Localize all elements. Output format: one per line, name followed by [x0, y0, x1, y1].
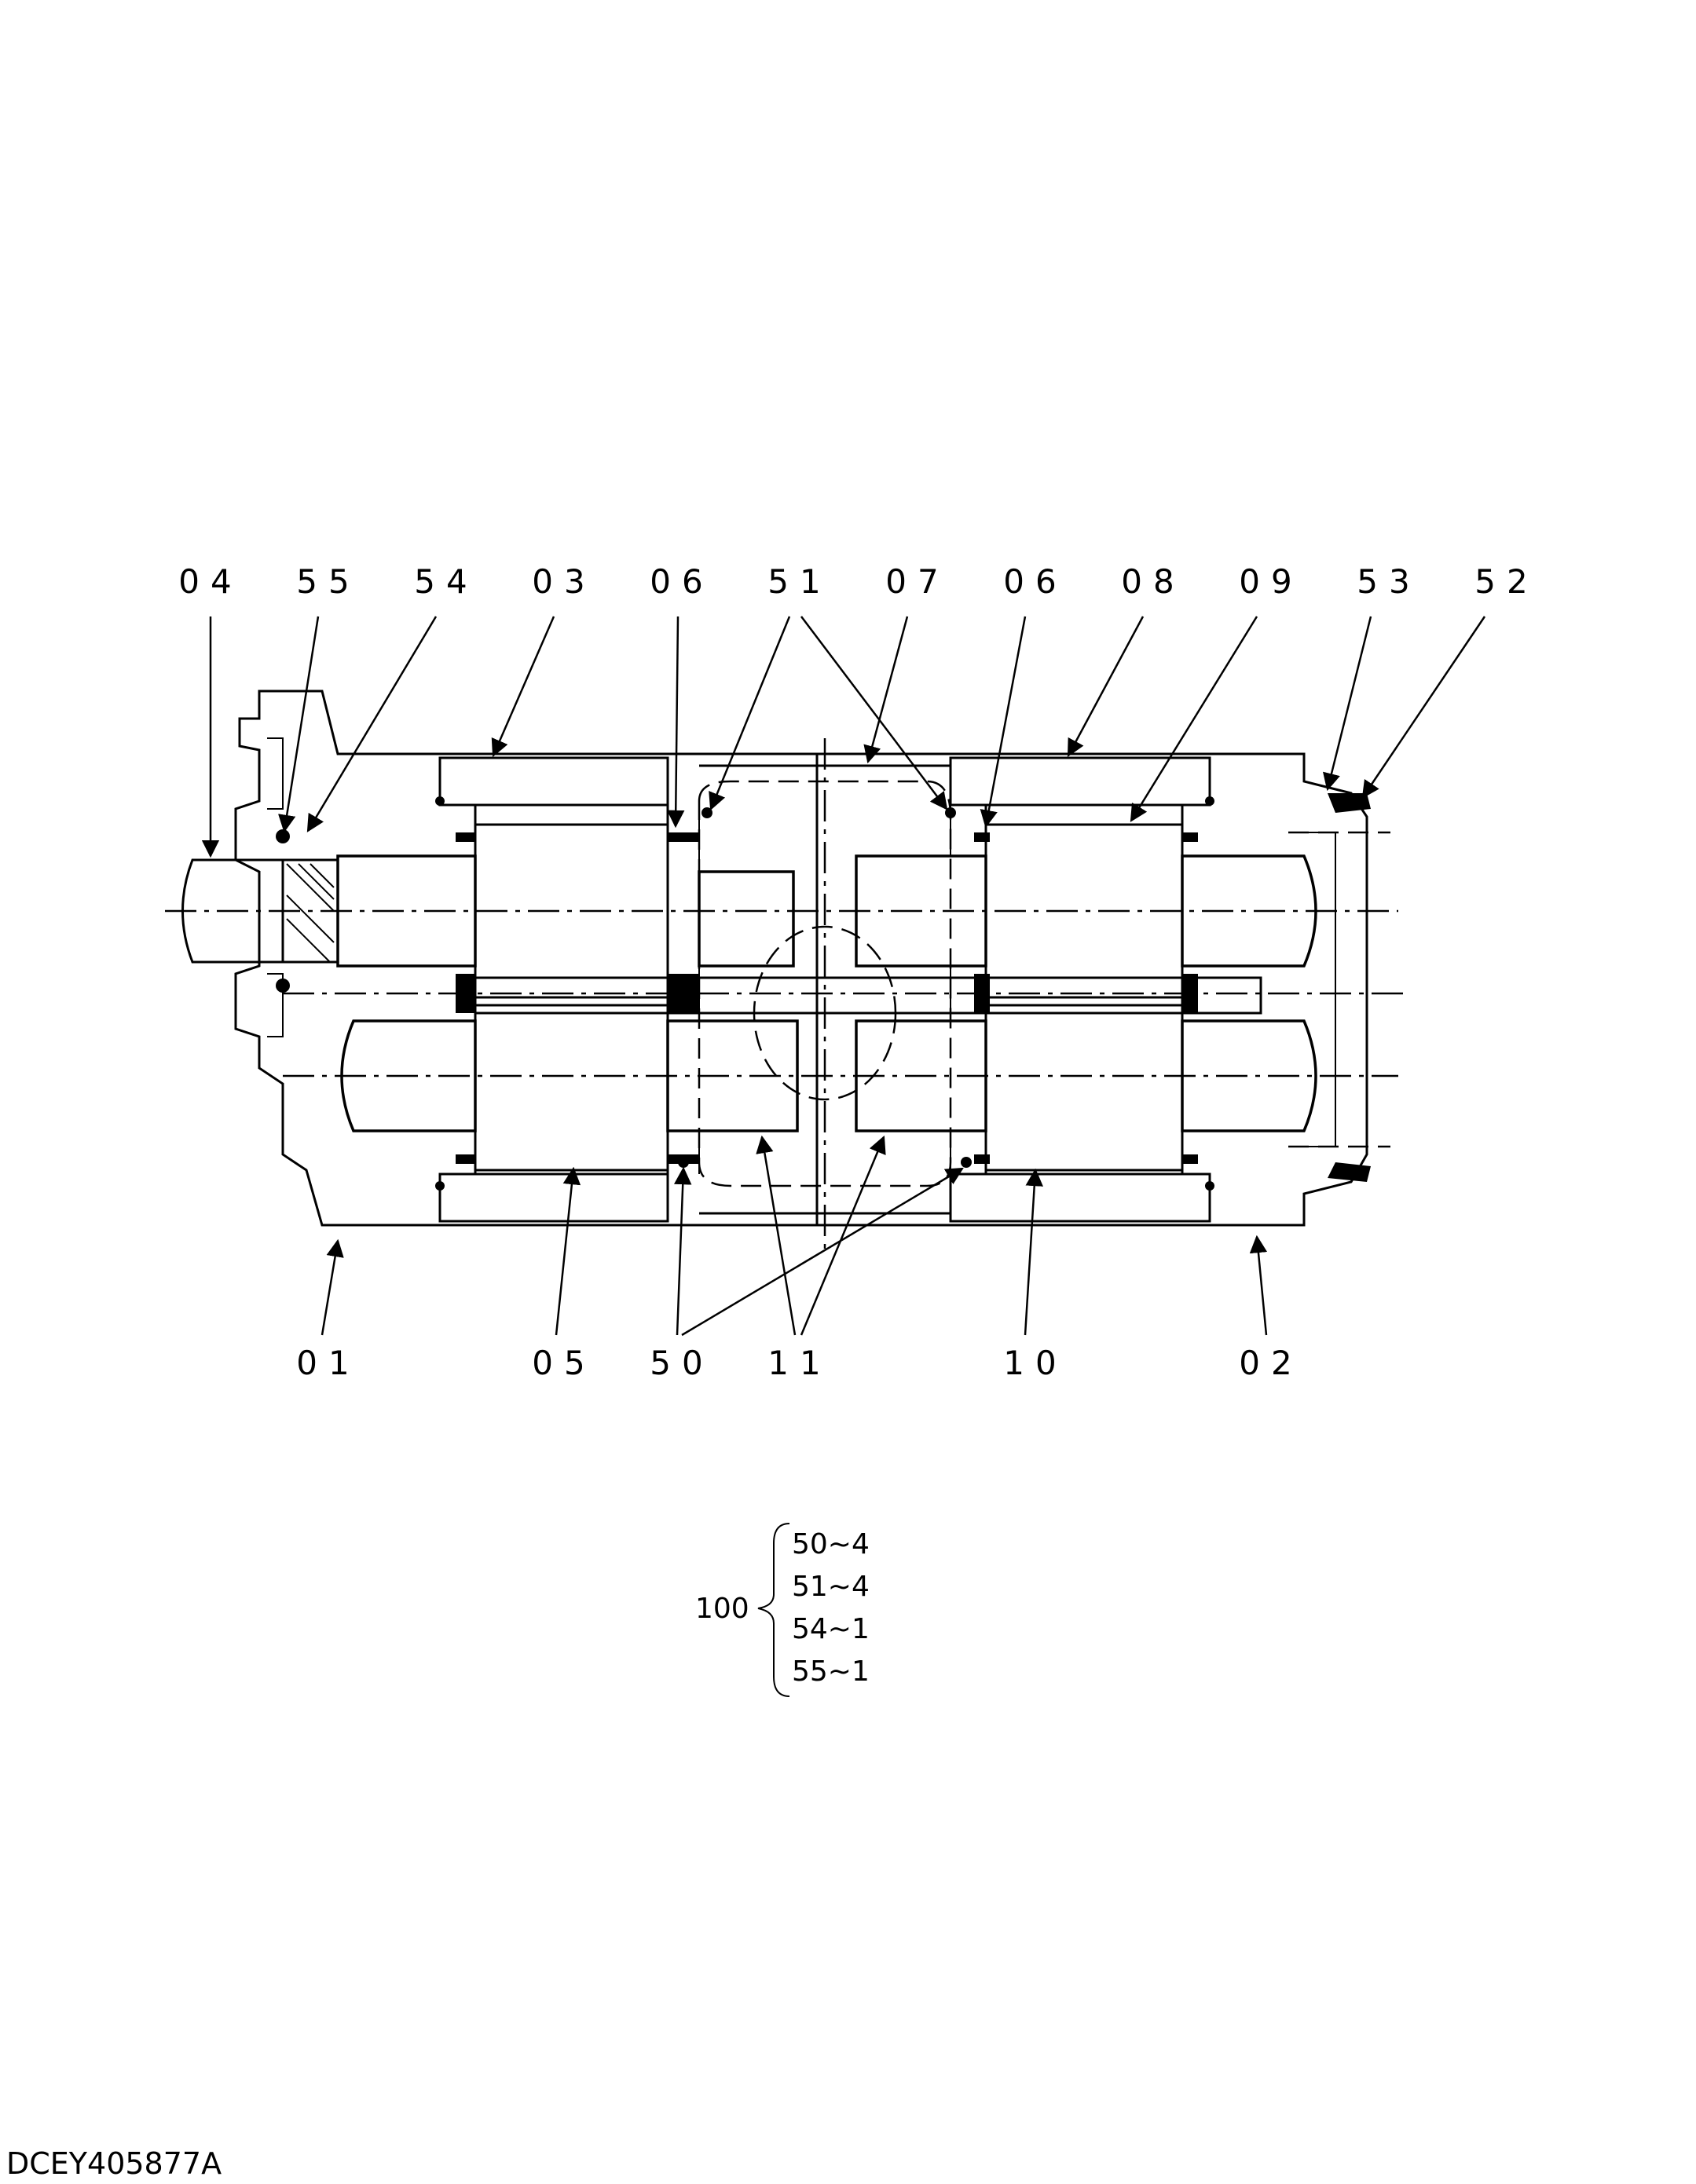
seals: [276, 793, 1371, 1191]
kit-label: 100: [695, 1593, 749, 1625]
section-walls: [474, 805, 1184, 1174]
callouts-top: 04 55 54 03 06 51 07 06 08 09 53 52: [178, 562, 1538, 601]
centerlines: [165, 738, 1406, 1249]
callout-08: 08: [1121, 562, 1185, 601]
coupling-dashed-circle: [753, 925, 897, 1101]
callout-50: 50: [650, 1344, 713, 1382]
callout-52: 52: [1474, 562, 1538, 601]
gear-upper-5: [1181, 854, 1317, 968]
cavity-dashed-outline: [698, 780, 952, 1187]
callout-06-right: 06: [1003, 562, 1067, 601]
callout-55: 55: [296, 562, 360, 601]
callout-10: 10: [1003, 1344, 1067, 1382]
callout-05: 05: [532, 1344, 595, 1382]
coupling-upper: [698, 870, 795, 968]
callout-04: 04: [178, 562, 242, 601]
callout-06-left: 06: [650, 562, 713, 601]
callout-03: 03: [532, 562, 595, 601]
rear-cover-outline: [1210, 752, 1368, 1227]
kit-item-1: 50~4: [792, 1528, 870, 1560]
bore-dashed-lines: [475, 823, 1182, 1172]
gear-lower-5: [984, 1004, 1184, 1172]
callout-51: 51: [767, 562, 831, 601]
callout-54: 54: [414, 562, 478, 601]
rear-seal-52: [1328, 793, 1371, 813]
kit-item-2: 51~4: [792, 1571, 870, 1603]
rear-dashed-lines: [1288, 831, 1390, 1148]
shaft-outline: [181, 858, 339, 964]
gear-lower-6: [1181, 1019, 1317, 1132]
bearing-block-03: [438, 756, 669, 807]
drawing-code: DCEY405877A: [6, 2146, 222, 2181]
bearing-block-08: [949, 756, 1211, 807]
middle-shaft: [474, 976, 1262, 1015]
callout-02: 02: [1239, 1344, 1302, 1382]
bearing-block-05: [438, 1172, 669, 1223]
middle-shaft-body: [474, 976, 1262, 1015]
gear-lower-2: [474, 1004, 669, 1172]
kit-brace: [757, 1523, 790, 1697]
hidden-lines: [475, 780, 1390, 1187]
callouts-bottom: 01 05 50 11 10 02: [296, 1344, 1302, 1382]
spline-hatching: [286, 863, 335, 963]
kit-item-4: 55~1: [792, 1655, 870, 1688]
callout-53: 53: [1357, 562, 1420, 601]
bearing-block-10: [949, 1172, 1211, 1223]
callout-09: 09: [1239, 562, 1302, 601]
front-cover-flange: [267, 737, 284, 1037]
oil-seal-55: [276, 829, 290, 843]
callout-07: 07: [885, 562, 949, 601]
callout-11: 11: [767, 1344, 831, 1382]
kit-item-3: 54~1: [792, 1613, 870, 1645]
kit-composition: 100 50~4 51~4 54~1 55~1: [695, 1523, 870, 1697]
leader-lines-bottom: [321, 1135, 1268, 1337]
callout-01: 01: [296, 1344, 360, 1382]
leader-lines-top: [201, 616, 1486, 858]
lower-gears: [340, 1004, 1317, 1172]
